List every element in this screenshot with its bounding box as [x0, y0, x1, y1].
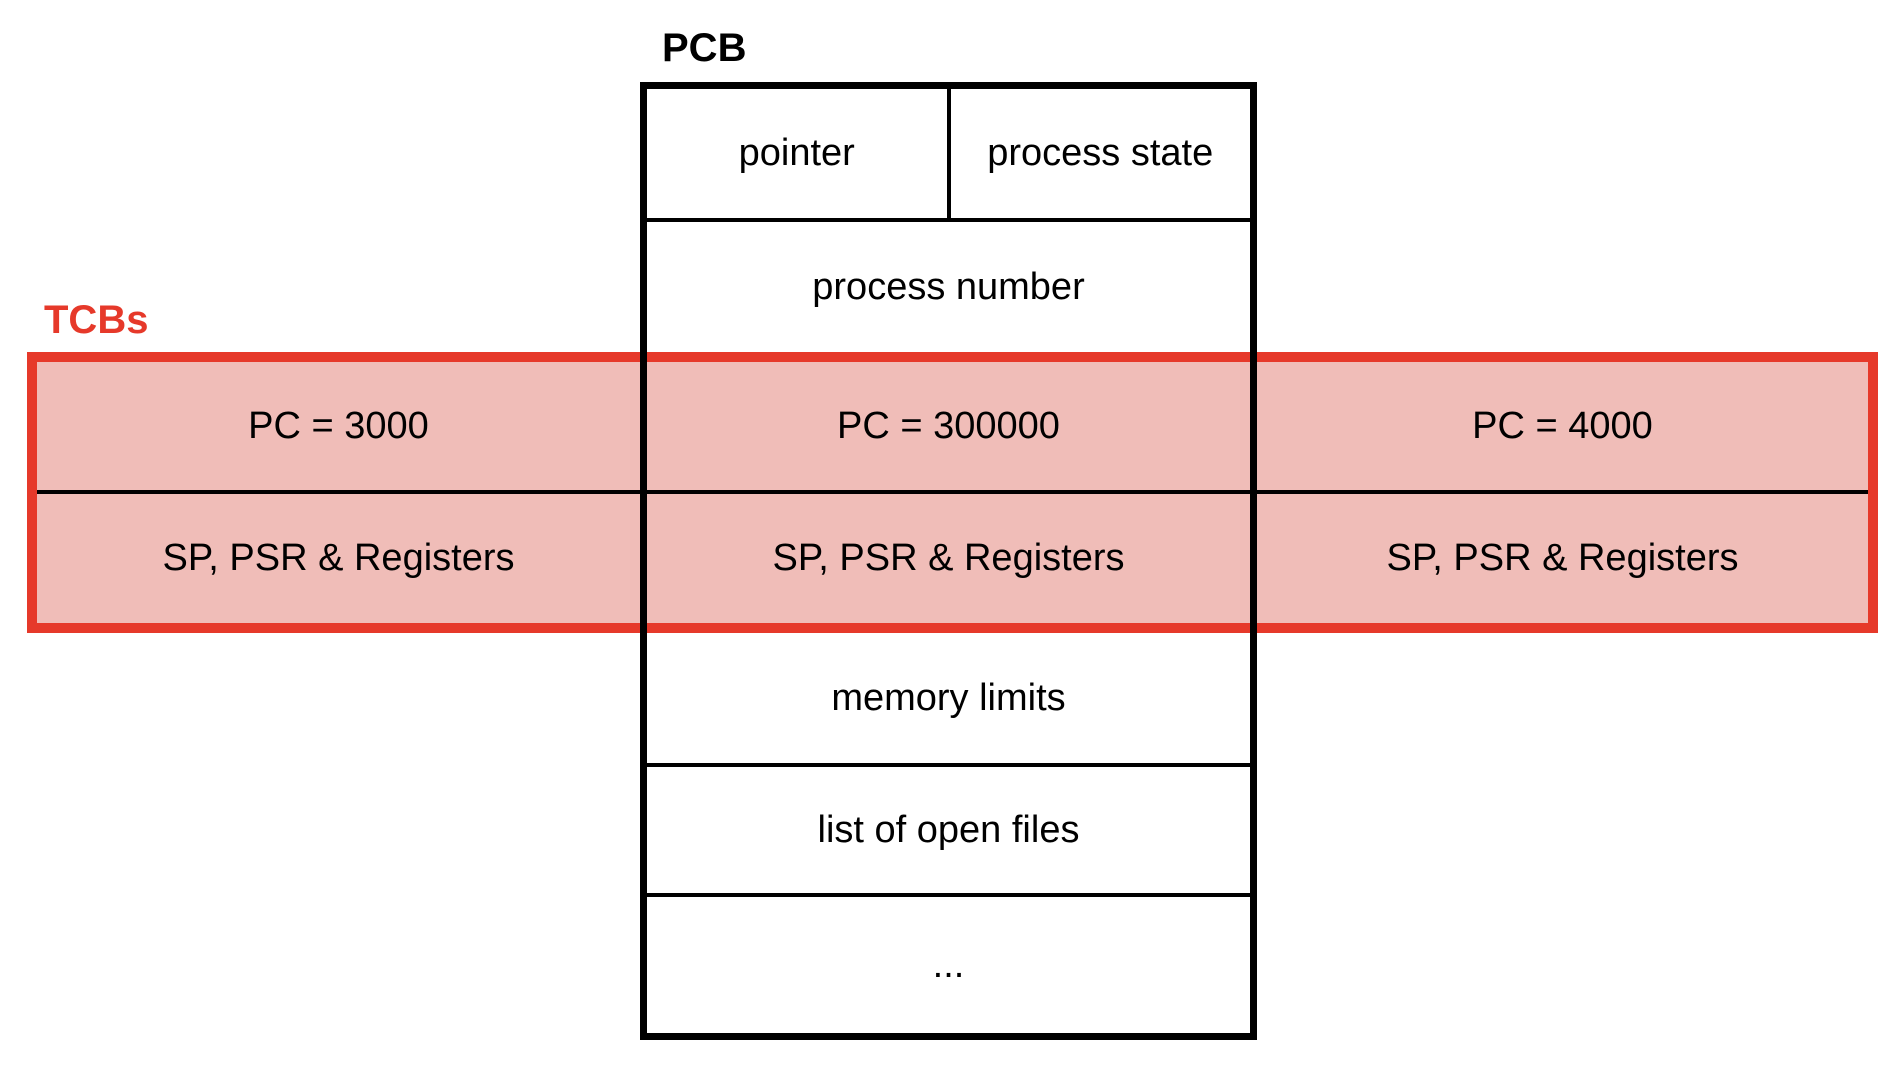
- tcb1-registers-cell: SP, PSR & Registers: [37, 494, 640, 623]
- pcb-vertical-divider: [946, 89, 951, 218]
- pcb-cell-process-number: process number: [647, 222, 1250, 352]
- tcb1-pc-label: PC = 3000: [248, 404, 429, 447]
- open-files-label: list of open files: [817, 808, 1080, 851]
- tcb2-registers-label: SP, PSR & Registers: [772, 537, 1125, 579]
- pcb-cell-ellipsis: ...: [647, 897, 1250, 1033]
- tcb3-pc-cell: PC = 4000: [1257, 362, 1868, 490]
- ellipsis-label: ...: [932, 943, 965, 986]
- pcb-row-pointer-state: pointer process state: [647, 89, 1250, 218]
- pcb-right-border-overlay: [1250, 352, 1257, 633]
- tcb-band-divider: [37, 490, 1868, 494]
- pcb-title: PCB: [662, 26, 747, 70]
- pcb-cell-process-state: process state: [951, 89, 1251, 218]
- pcb-row-divider: [647, 893, 1250, 897]
- tcb1-registers-label: SP, PSR & Registers: [162, 537, 515, 579]
- tcb1-pc-cell: PC = 3000: [37, 362, 640, 490]
- pointer-label: pointer: [738, 132, 855, 174]
- pcb-cell-open-files: list of open files: [647, 767, 1250, 893]
- tcb-band: PC = 3000 PC = 300000 PC = 4000 SP, PSR …: [27, 352, 1878, 633]
- tcb2-pc-label: PC = 300000: [837, 404, 1060, 447]
- tcb3-registers-cell: SP, PSR & Registers: [1257, 494, 1868, 623]
- pcb-row-divider: [647, 763, 1250, 767]
- tcb2-registers-cell: SP, PSR & Registers: [647, 494, 1250, 623]
- process-number-label: process number: [812, 265, 1085, 308]
- memory-limits-label: memory limits: [831, 676, 1066, 719]
- pcb-left-border-overlay: [640, 352, 647, 633]
- process-state-label: process state: [987, 132, 1214, 174]
- pcb-cell-memory-limits: memory limits: [647, 633, 1250, 763]
- tcb2-pc-cell: PC = 300000: [647, 362, 1250, 490]
- tcb3-registers-label: SP, PSR & Registers: [1386, 537, 1739, 579]
- tcbs-title: TCBs: [44, 298, 149, 342]
- pcb-row-divider: [647, 218, 1250, 222]
- pcb-cell-pointer: pointer: [647, 89, 947, 218]
- tcb3-pc-label: PC = 4000: [1472, 404, 1653, 447]
